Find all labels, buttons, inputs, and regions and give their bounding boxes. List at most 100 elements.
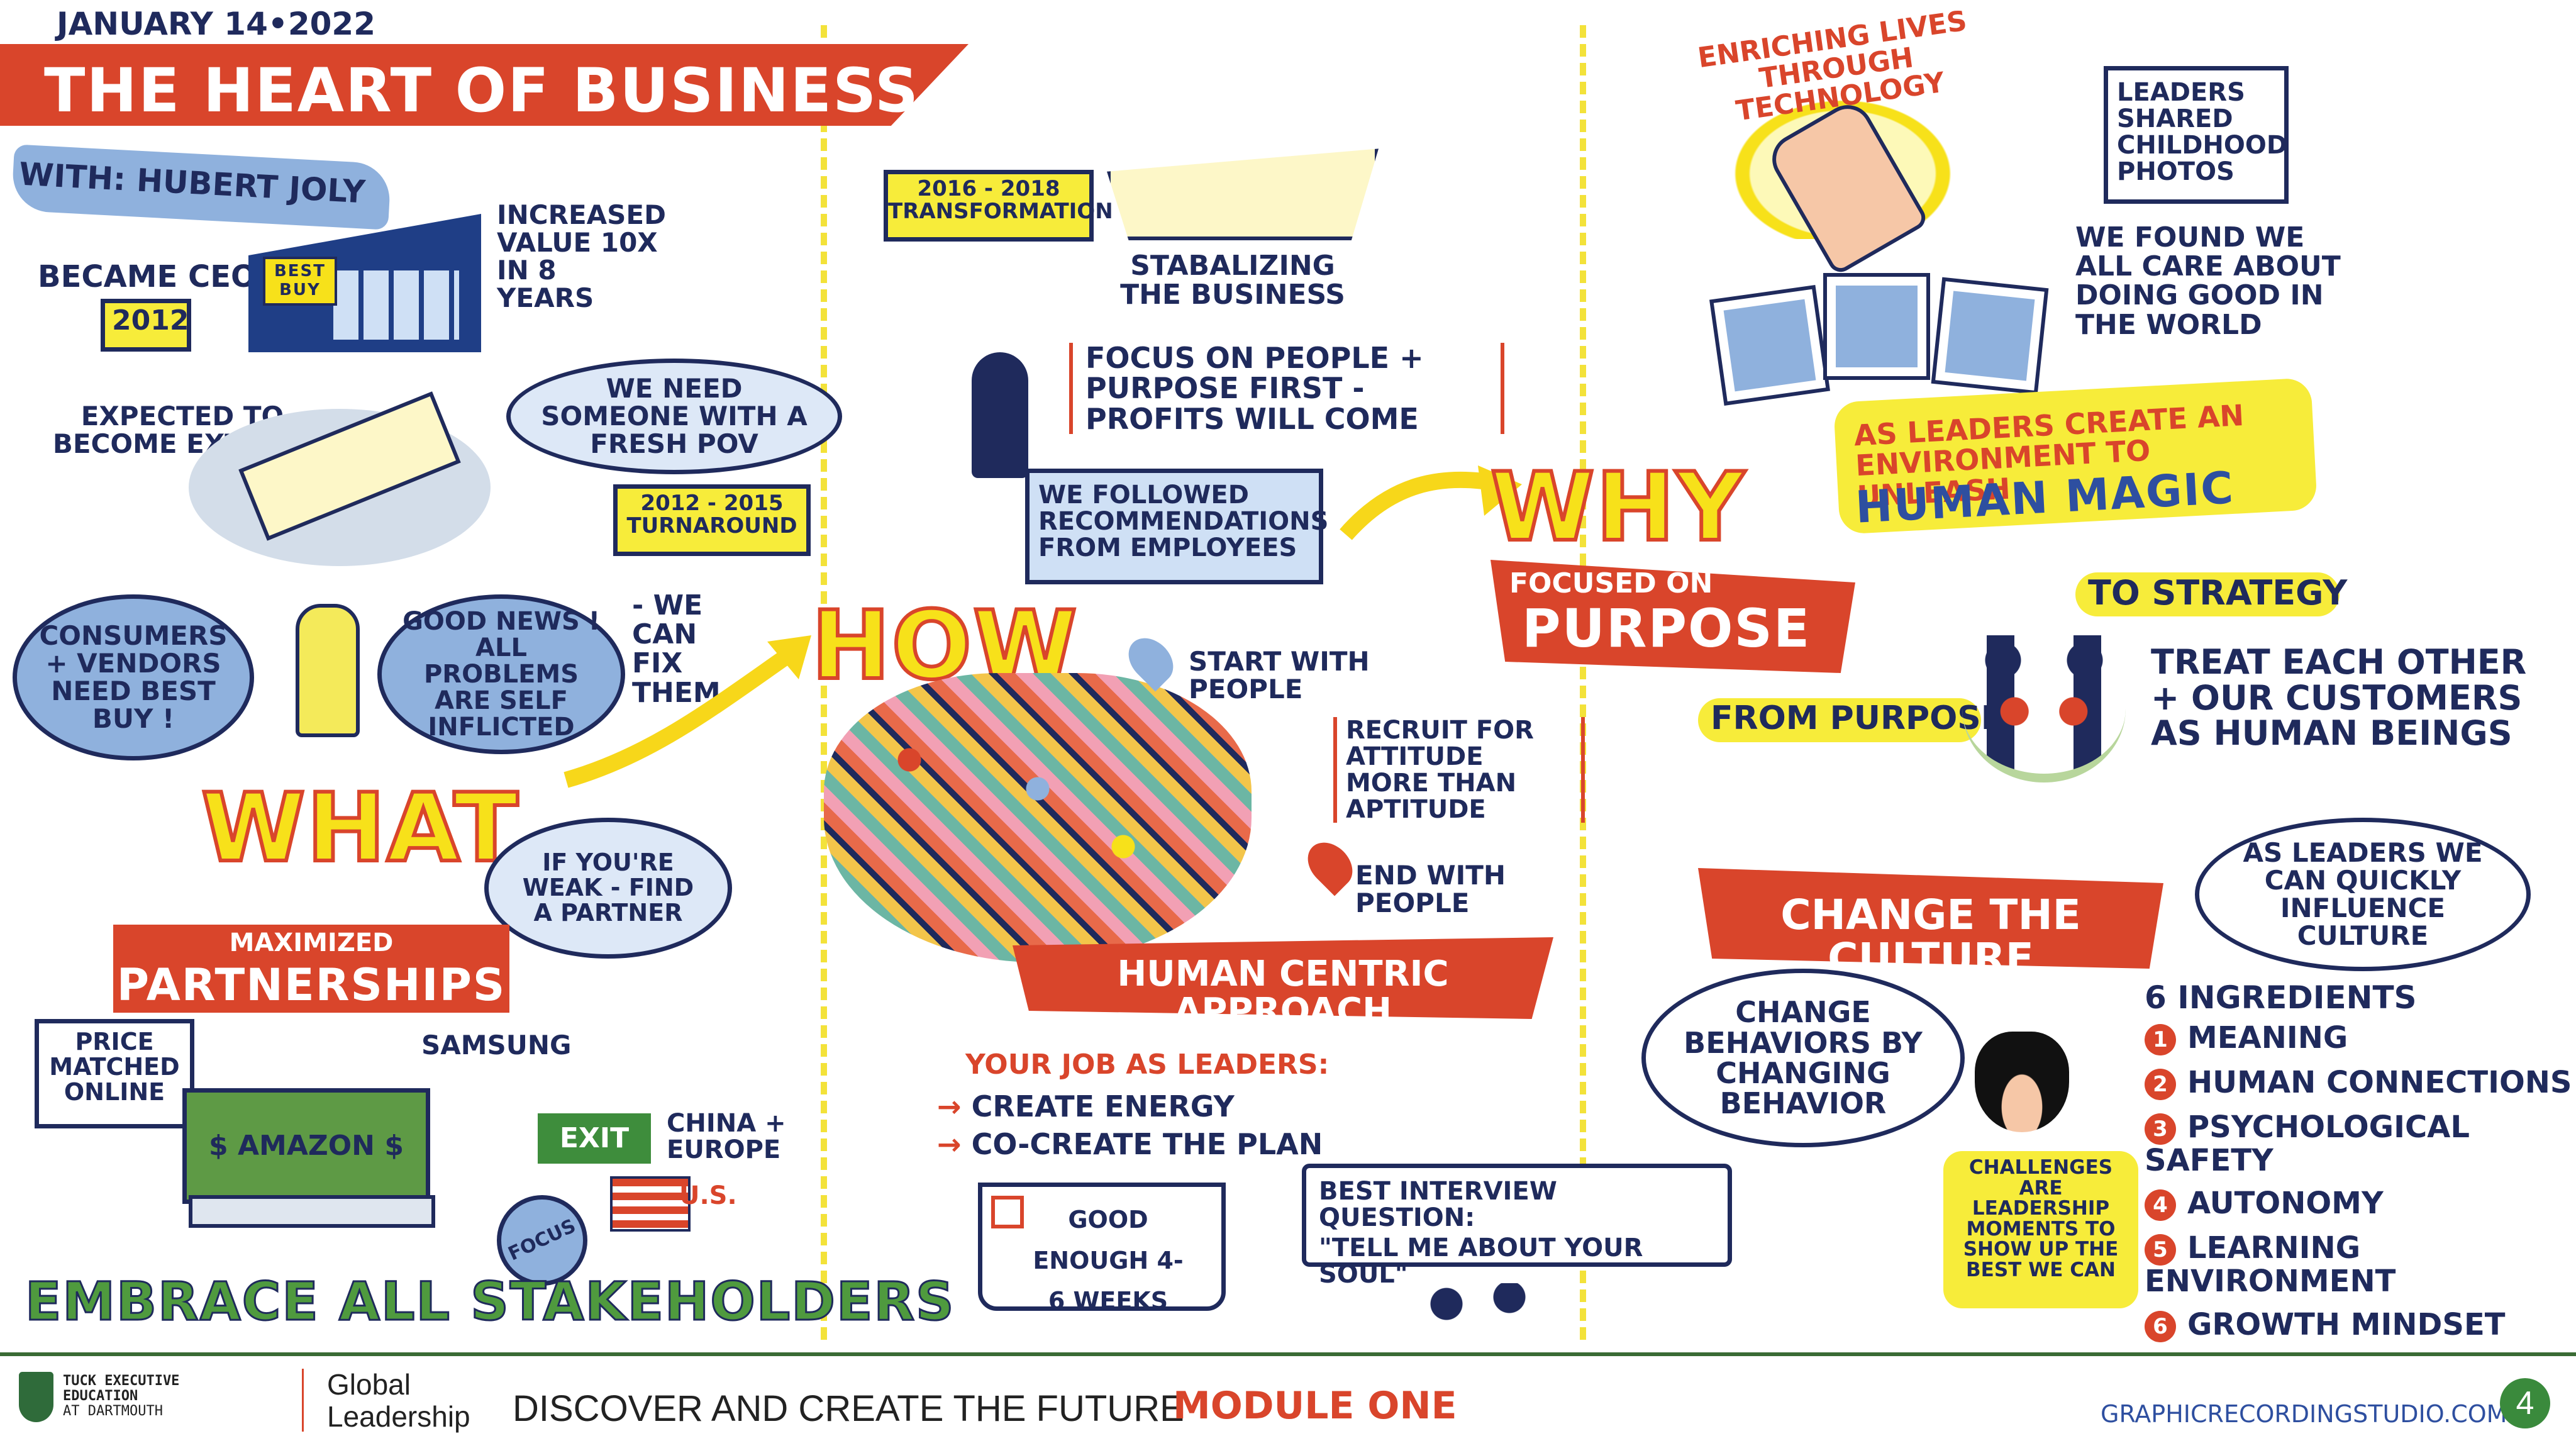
discover-label: DISCOVER AND CREATE THE FUTURE — [513, 1388, 1184, 1429]
transformation-sign: 2016 - 2018 TRANSFORMATION — [884, 170, 1113, 242]
end-pin-icon — [1299, 833, 1362, 896]
year-2012: 2012 — [112, 304, 189, 337]
focus-magnifier: FOCUS — [497, 1195, 587, 1286]
ingredient-item: 4 AUTONOMY — [2145, 1186, 2572, 1222]
program-global: Global — [327, 1368, 411, 1401]
leader-figure — [972, 352, 1028, 478]
consumers-bubble: CONSUMERS + VENDORS NEED BEST BUY ! — [13, 594, 254, 760]
job-item-2-text: CO-CREATE THE PLAN — [971, 1127, 1323, 1161]
divider-right — [1580, 25, 1586, 1340]
interview-box: BEST INTERVIEW QUESTION: "TELL ME ABOUT … — [1302, 1164, 1732, 1288]
behaviors-bubble: CHANGE BEHAVIORS BY CHANGING BEHAVIOR — [1641, 969, 1965, 1147]
ingredient-number-badge: 1 — [2145, 1024, 2176, 1055]
us-label: U.S. — [679, 1181, 737, 1210]
stable-ship — [1107, 148, 1379, 240]
samsung-label: SAMSUNG — [421, 1030, 572, 1061]
from-purpose-highlight — [1698, 698, 1981, 742]
influence-text: AS LEADERS WE CAN QUICKLY INFLUENCE CULT… — [2243, 837, 2483, 952]
interview-question: "TELL ME ABOUT YOUR SOUL" — [1319, 1233, 1643, 1289]
childhood-photos-text: LEADERS SHARED CHILDHOOD PHOTOS — [2117, 78, 2288, 186]
page-number: 4 — [2516, 1385, 2534, 1422]
exit-text: EXIT — [559, 1122, 630, 1154]
good-enough-text: GOOD ENOUGH 4-6 WEEKS — [1033, 1206, 1184, 1315]
price-matched-box: PRICE MATCHED ONLINE — [35, 1019, 194, 1128]
laptop-base — [189, 1195, 435, 1228]
fix-them: - WE CAN FIX THEM — [632, 589, 721, 709]
job-item-1: → CREATE ENERGY — [937, 1089, 1235, 1123]
ingredient-number-badge: 4 — [2145, 1189, 2176, 1222]
laptop-screen: $ AMAZON $ — [182, 1088, 430, 1204]
end-with-people: END WITH PEOPLE — [1355, 860, 1506, 919]
recruit-attitude: RECRUIT FOR ATTITUDE MORE THAN APTITUDE — [1333, 717, 1585, 823]
title-banner — [0, 44, 969, 126]
stabalizing-text: STABALIZING THE BUSINESS — [1120, 250, 1345, 311]
human-centric-banner — [1013, 937, 1553, 1019]
ingredient-text: PSYCHOLOGICAL SAFETY — [2145, 1110, 2470, 1178]
store-windows — [333, 270, 459, 340]
photo-1 — [1709, 284, 1831, 406]
person-figure — [296, 604, 360, 737]
crowd-illustration — [824, 673, 1252, 962]
interview-title: BEST INTERVIEW QUESTION: — [1319, 1177, 1557, 1232]
recommendations-box: WE FOLLOWED RECOMMENDATIONS FROM EMPLOYE… — [1025, 469, 1329, 584]
treat-each-other: TREAT EACH OTHER + OUR CUSTOMERS AS HUMA… — [2151, 642, 2527, 754]
best-buy-logo: BEST BUY — [263, 257, 337, 306]
recommendations-text: WE FOLLOWED RECOMMENDATIONS FROM EMPLOYE… — [1038, 481, 1329, 562]
to-strategy: TO STRATEGY — [2088, 573, 2348, 613]
ingredient-text: MEANING — [2187, 1020, 2348, 1055]
what-label: WHAT — [199, 772, 520, 885]
turnaround-text: 2012 - 2015 TURNAROUND — [626, 491, 797, 538]
page-number-badge: 4 — [2500, 1378, 2550, 1428]
why-label: WHY — [1489, 451, 1746, 564]
fresh-pov-text: WE NEED SOMEONE WITH A FRESH POV — [541, 372, 808, 460]
ingredient-text: GROWTH MINDSET — [2187, 1306, 2506, 1342]
program-name: Global Leadership — [327, 1369, 470, 1432]
china-europe: CHINA + EUROPE — [667, 1109, 786, 1164]
ingredient-number-badge: 2 — [2145, 1069, 2176, 1100]
tuck-dartmouth: AT DARTMOUTH — [63, 1403, 163, 1420]
ingredient-item: 6 GROWTH MINDSET — [2145, 1309, 2572, 1342]
hero-mask-figure — [1975, 1032, 2069, 1132]
ingredient-number-badge: 6 — [2145, 1310, 2176, 1342]
turnaround-sign: 2012 - 2015 TURNAROUND — [613, 484, 811, 556]
two-people-hearts — [1962, 635, 2126, 782]
price-matched-text: PRICE MATCHED ONLINE — [49, 1028, 180, 1106]
date-label: JANUARY 14•2022 — [57, 6, 375, 42]
divider-left — [821, 25, 827, 1340]
embrace-stakeholders: EMBRACE ALL STAKEHOLDERS — [25, 1270, 955, 1333]
ingredient-text: AUTONOMY — [2187, 1186, 2384, 1222]
two-people-figures — [1415, 1283, 1541, 1352]
page-title: THE HEART OF BUSINESS — [44, 55, 920, 126]
partnerships-label: PARTNERSHIPS — [116, 959, 506, 1011]
focus-text: FOCUS — [504, 1215, 579, 1266]
ingredient-number-badge: 3 — [2145, 1113, 2176, 1145]
weak-partner-text: IF YOU'RE WEAK - FIND A PARTNER — [522, 849, 694, 927]
weak-partner-bubble: IF YOU'RE WEAK - FIND A PARTNER — [484, 818, 732, 959]
partnerships-banner — [113, 925, 509, 1013]
footer-bar: TUCK EXECUTIVE EDUCATION AT DARTMOUTH Gl… — [0, 1352, 2576, 1453]
studio-link[interactable]: GRAPHICRECORDINGSTUDIO.COM — [2101, 1400, 2507, 1428]
focus-people-purpose: FOCUS ON PEOPLE + PURPOSE FIRST - PROFIT… — [1069, 343, 1504, 434]
challenges-highlight — [1943, 1151, 2138, 1308]
human-centric-text: HUMAN CENTRIC APPROACH — [1117, 954, 1449, 1032]
fresh-pov-bubble: WE NEED SOMEONE WITH A FRESH POV — [506, 359, 842, 474]
amazon-text: $ AMAZON $ — [209, 1129, 404, 1162]
tuck-shield-icon — [19, 1372, 53, 1422]
change-culture-banner — [1698, 868, 2163, 969]
ingredient-text: LEARNING ENVIRONMENT — [2145, 1230, 2396, 1300]
job-item-2: → CO-CREATE THE PLAN — [937, 1127, 1323, 1161]
why-arrow — [1340, 465, 1522, 540]
us-flag — [610, 1176, 691, 1232]
tuck-name: TUCK EXECUTIVE EDUCATION — [63, 1373, 180, 1405]
what-to-how-arrow — [564, 635, 811, 788]
change-culture: CHANGE THE CULTURE — [1780, 891, 2081, 983]
transformation-text: 2016 - 2018 TRANSFORMATION — [888, 176, 1113, 224]
to-strategy-highlight — [2075, 572, 2340, 616]
consumers-text: CONSUMERS + VENDORS NEED BEST BUY ! — [39, 620, 228, 735]
became-ceo: BECAME CEO — [38, 259, 257, 294]
good-news-text: GOOD NEWS ! ALL PROBLEMS ARE SELF INFLIC… — [402, 607, 600, 742]
